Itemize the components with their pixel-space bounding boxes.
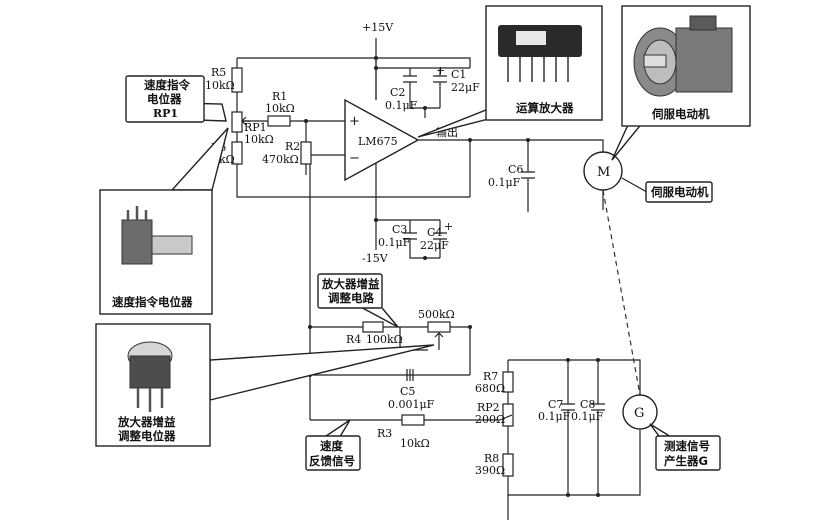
svg-text:RP2: RP2 — [477, 401, 500, 414]
svg-text:C7: C7 — [548, 398, 563, 411]
opamp-name: LM675 — [358, 135, 398, 148]
callout-speed-feedback: 速度 反馈信号 — [305, 419, 361, 471]
capacitor-c6 — [521, 171, 535, 179]
callout-tach-generator: 测速信号 产生器G — [649, 423, 721, 471]
servo-motor-symbol: M — [583, 151, 623, 191]
svg-text:R1: R1 — [272, 90, 287, 103]
capacitor-c4 — [433, 232, 447, 240]
potentiometer-500k — [427, 321, 451, 333]
svg-text:+: + — [436, 64, 445, 77]
capacitor-c3 — [403, 232, 417, 240]
svg-text:伺服电动机: 伺服电动机 — [650, 185, 709, 199]
capacitor-c1 — [433, 75, 447, 83]
potentiometer-rp1 — [231, 111, 243, 133]
svg-text:0.1μF: 0.1μF — [385, 99, 418, 112]
svg-text:0.1μF: 0.1μF — [571, 410, 604, 423]
svg-text:测速信号: 测速信号 — [664, 439, 710, 453]
photo-opamp-panel: 运算放大器 — [417, 5, 603, 138]
svg-text:调整电位器: 调整电位器 — [118, 429, 176, 443]
svg-text:500kΩ: 500kΩ — [418, 308, 455, 321]
svg-text:R3: R3 — [377, 427, 392, 440]
svg-text:10kΩ: 10kΩ — [265, 102, 295, 115]
supply-negative: -15V — [362, 252, 389, 265]
svg-text:速度: 速度 — [320, 439, 343, 453]
svg-text:680Ω: 680Ω — [475, 382, 505, 395]
svg-text:10kΩ: 10kΩ — [244, 133, 274, 146]
capacitors: + + — [403, 64, 605, 411]
svg-text:R7: R7 — [483, 370, 498, 383]
svg-text:反馈信号: 反馈信号 — [309, 454, 355, 468]
resistor-r2 — [300, 141, 312, 165]
svg-text:22μF: 22μF — [420, 239, 449, 252]
svg-text:0.1μF: 0.1μF — [378, 236, 411, 249]
svg-text:0.1μF: 0.1μF — [538, 410, 571, 423]
tach-generator-symbol: G — [622, 394, 658, 430]
svg-text:C3: C3 — [392, 223, 407, 236]
svg-text:产生器G: 产生器G — [664, 454, 708, 468]
op-amp-lm675: + − LM675 — [344, 98, 420, 182]
svg-text:+: + — [444, 220, 453, 233]
svg-text:100kΩ: 100kΩ — [366, 333, 403, 346]
capacitor-c7 — [561, 403, 575, 411]
motor-letter: M — [597, 165, 610, 180]
photo-servo-motor-panel: 伺服电动机 — [611, 5, 751, 161]
opamp-plus-sign: + — [349, 114, 360, 129]
svg-text:C6: C6 — [508, 163, 523, 176]
photo-speed-pot-caption: 速度指令电位器 — [112, 295, 193, 309]
svg-text:电位器: 电位器 — [147, 92, 182, 106]
photo-gain-pot-panel: 放大器增益 调整电位器 — [95, 323, 435, 447]
supply-positive: +15V — [362, 21, 394, 34]
svg-text:RP1: RP1 — [244, 121, 267, 134]
resistor-r4 — [362, 321, 384, 333]
svg-text:放大器增益: 放大器增益 — [117, 415, 176, 429]
capacitor-c8 — [591, 403, 605, 411]
svg-text:调整电路: 调整电路 — [328, 291, 374, 305]
svg-text:0.001μF: 0.001μF — [388, 398, 435, 411]
svg-text:C5: C5 — [400, 385, 415, 398]
photo-servo-caption: 伺服电动机 — [651, 107, 710, 121]
svg-text:10kΩ: 10kΩ — [205, 79, 235, 92]
svg-text:0.1μF: 0.1μF — [488, 176, 521, 189]
svg-text:R8: R8 — [484, 452, 499, 465]
photo-speed-pot-panel: 速度指令电位器 — [99, 127, 229, 315]
component-labels: +15V -15V 输出 R5 10kΩ RP1 10kΩ R6 10kΩ R1… — [205, 21, 604, 477]
svg-text:10kΩ: 10kΩ — [400, 437, 430, 450]
resistor-r7 — [502, 371, 514, 393]
svg-text:速度指令: 速度指令 — [144, 78, 190, 92]
potentiometer-rp2 — [502, 403, 514, 427]
svg-text:C1: C1 — [451, 68, 466, 81]
photo-opamp-caption: 运算放大器 — [516, 101, 574, 115]
capacitor-c5 — [406, 369, 414, 381]
svg-text:390Ω: 390Ω — [475, 464, 505, 477]
svg-text:470kΩ: 470kΩ — [262, 153, 299, 166]
capacitor-c2 — [403, 75, 417, 83]
generator-letter: G — [634, 406, 644, 421]
resistor-r8 — [502, 453, 514, 477]
svg-text:C2: C2 — [390, 86, 405, 99]
callout-gain-circuit: 放大器增益 调整电路 — [317, 273, 399, 328]
wiring — [236, 38, 641, 520]
junction-dots — [304, 56, 600, 497]
resistor-r1 — [267, 115, 291, 127]
svg-text:RP1: RP1 — [153, 107, 178, 120]
callout-speed-pot: 速度指令 电位器 RP1 — [125, 75, 227, 123]
svg-text:C4: C4 — [427, 226, 442, 239]
resistors — [231, 67, 514, 477]
svg-text:22μF: 22μF — [451, 81, 480, 94]
svg-text:200Ω: 200Ω — [475, 413, 505, 426]
svg-text:放大器增益: 放大器增益 — [321, 277, 380, 291]
resistor-r5 — [231, 67, 243, 93]
opamp-minus-sign: − — [349, 151, 360, 166]
svg-text:R4: R4 — [346, 333, 361, 346]
svg-text:C8: C8 — [580, 398, 595, 411]
callout-servo-motor: 伺服电动机 — [621, 177, 713, 203]
resistor-r3 — [401, 414, 425, 426]
resistor-r6 — [231, 141, 243, 165]
svg-text:R5: R5 — [211, 66, 226, 79]
svg-text:R2: R2 — [285, 140, 300, 153]
